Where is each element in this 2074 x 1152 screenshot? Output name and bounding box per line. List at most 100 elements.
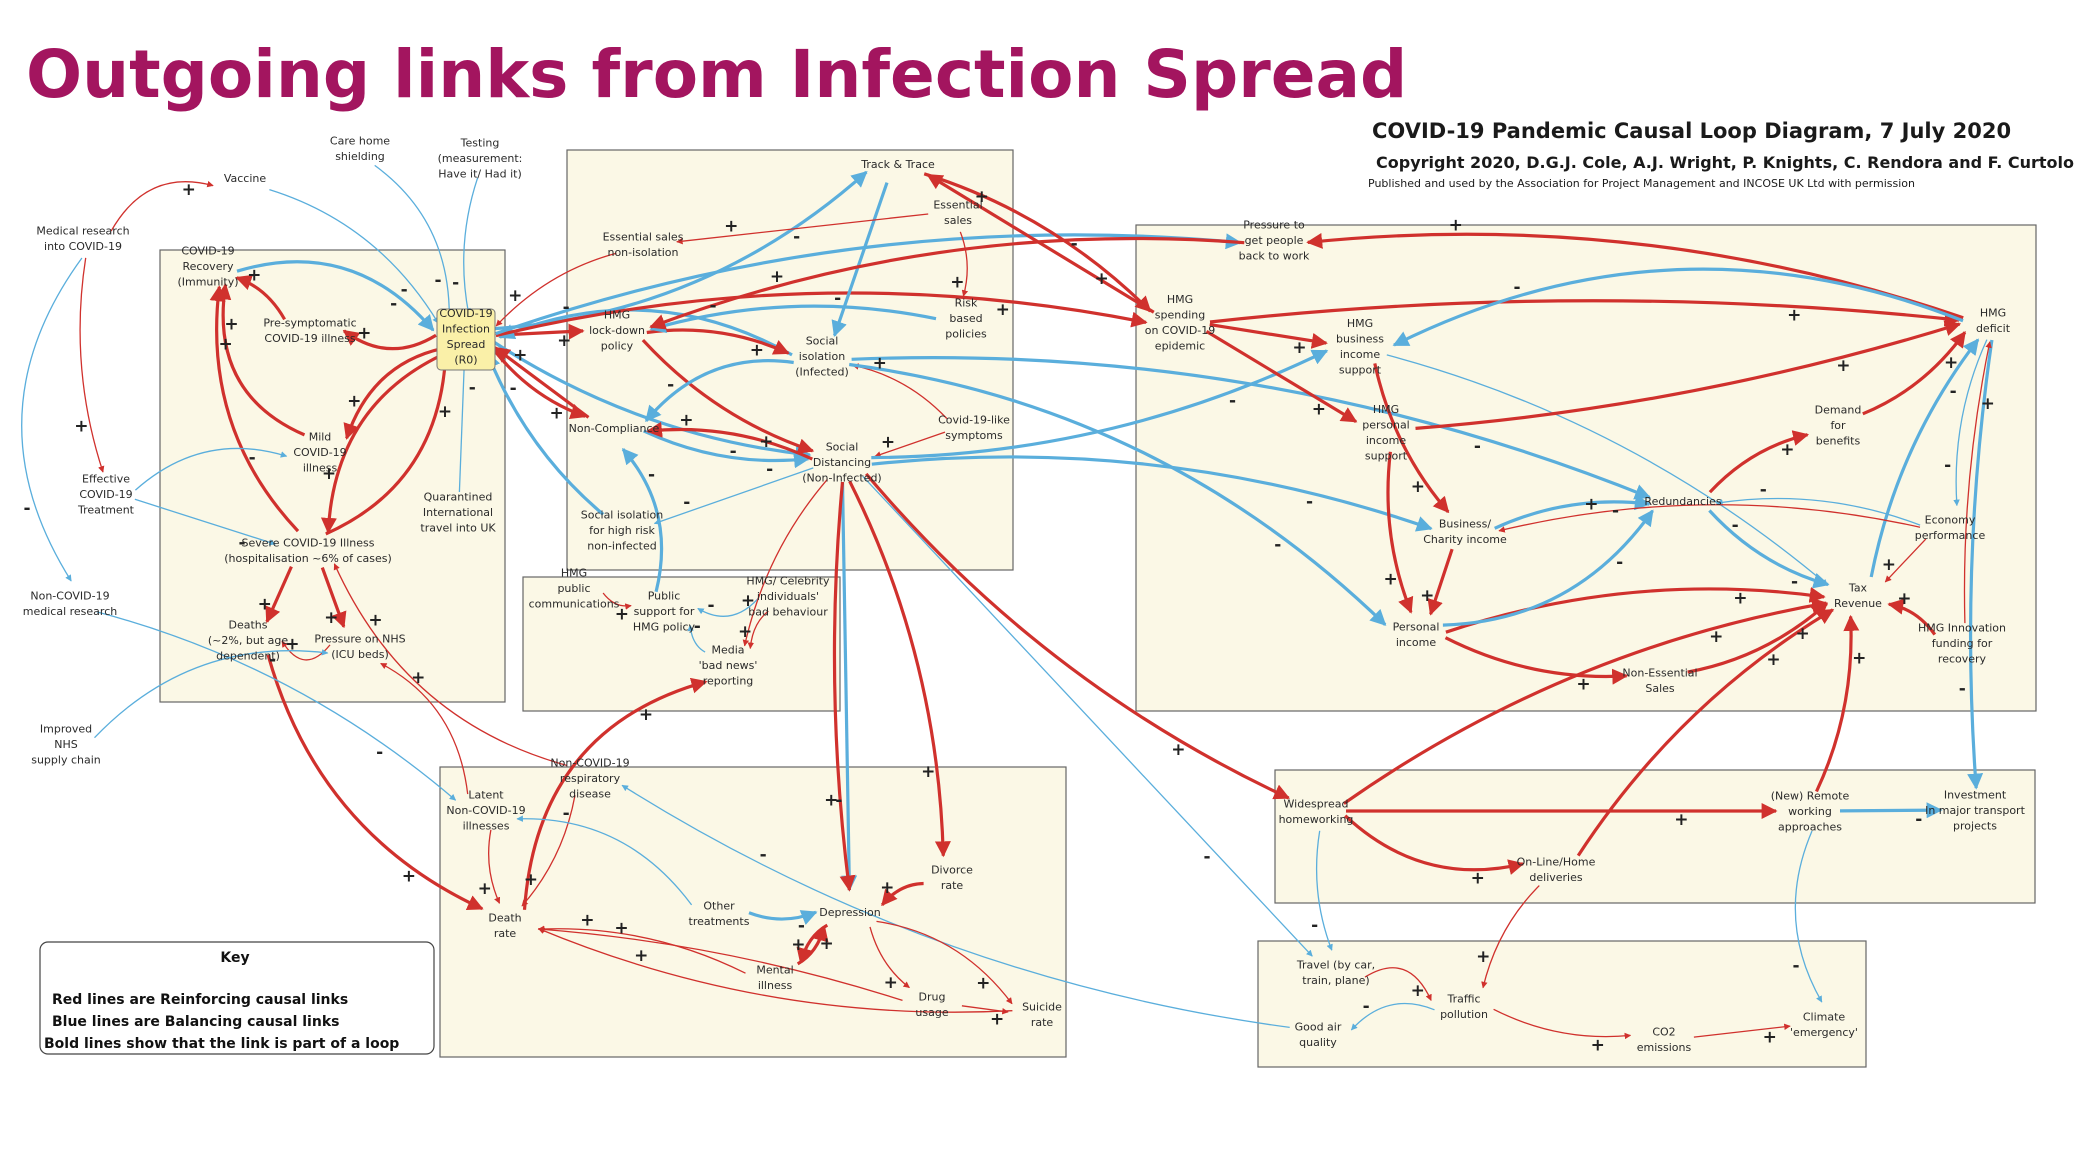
node-label-line: Track & Trace — [860, 158, 935, 171]
node-label-line: Divorce — [931, 863, 973, 876]
link-polarity-sign: + — [1411, 477, 1425, 497]
node-label-line: treatments — [689, 915, 750, 928]
node-label-line: (hospitalisation ~6% of cases) — [224, 552, 392, 565]
node-label-line: Social isolation — [581, 509, 664, 522]
link-polarity-sign: + — [639, 705, 653, 725]
link-polarity-sign: + — [679, 411, 693, 431]
balancing-link — [374, 164, 453, 318]
balancing-link — [1839, 802, 1943, 819]
node-label-line: benefits — [1816, 435, 1861, 448]
reinforcing-link — [1342, 597, 1828, 805]
reinforcing-link — [1209, 299, 1961, 327]
reinforcing-link — [1364, 967, 1432, 1001]
link-polarity-sign: - — [469, 378, 476, 398]
node-label-line: on COVID-19 — [1145, 324, 1216, 337]
link-polarity-sign: + — [634, 946, 648, 966]
node-pressure-nhs: Pressure on NHS(ICU beds) — [314, 632, 405, 661]
balancing-link — [1953, 339, 1988, 507]
link-polarity-sign: - — [376, 743, 383, 763]
balancing-link — [871, 455, 1433, 532]
reinforcing-link — [1481, 885, 1540, 989]
link-polarity-sign: + — [873, 354, 887, 374]
link-polarity-sign: - — [760, 845, 767, 865]
link-polarity-sign: + — [285, 635, 299, 655]
node-label-line: (R0) — [454, 353, 477, 366]
node-label-line: Traffic — [1446, 992, 1480, 1005]
reinforcing-link — [380, 662, 469, 795]
link-polarity-sign: - — [793, 227, 800, 247]
node-label-line: Recovery — [182, 260, 233, 273]
node-label-line: (Immunity) — [177, 276, 238, 289]
node-label-line: Care home — [330, 134, 390, 147]
reinforcing-link — [876, 920, 1013, 1005]
node-label-line: HMG/ Celebrity — [746, 575, 830, 588]
node-label-line: bad behaviour — [748, 606, 828, 619]
node-label-line: train, plane) — [1302, 974, 1369, 987]
link-polarity-sign: - — [1229, 391, 1236, 411]
link-polarity-sign: + — [750, 341, 764, 361]
link-polarity-sign: + — [508, 286, 522, 306]
reinforcing-link — [1693, 1023, 1791, 1038]
node-label-line: homeworking — [1279, 813, 1354, 826]
node-label-line: get people — [1245, 234, 1304, 247]
link-polarity-sign: + — [324, 608, 338, 628]
link-polarity-sign: - — [563, 804, 570, 824]
node-label-line: medical research — [23, 605, 117, 618]
balancing-link — [1315, 830, 1333, 951]
reinforcing-link — [522, 677, 708, 910]
node-label-line: dependent) — [216, 650, 280, 663]
reinforcing-link — [1344, 814, 1525, 875]
node-label-line: Distancing — [813, 456, 871, 469]
reinforcing-link — [676, 213, 929, 245]
reinforcing-link — [1427, 548, 1454, 616]
node-label-line: Revenue — [1834, 597, 1882, 610]
node-media: Media'bad news'reporting — [699, 644, 758, 688]
reinforcing-link — [1493, 1008, 1632, 1040]
link-polarity-sign: + — [1591, 1035, 1605, 1055]
node-label-line: HMG — [1980, 306, 2006, 319]
node-label-line: income — [1396, 636, 1437, 649]
link-polarity-sign: - — [401, 280, 408, 300]
key-frame — [39, 941, 435, 1055]
node-label-line: public — [557, 582, 590, 595]
node-label-line: isolation — [799, 350, 845, 363]
reinforcing-link — [1687, 602, 1828, 674]
link-polarity-sign: + — [1171, 740, 1185, 760]
link-polarity-sign: + — [580, 911, 594, 931]
node-label-line: disease — [569, 788, 611, 801]
node-label-line: back to work — [1239, 250, 1310, 263]
reinforcing-link — [1415, 320, 1962, 430]
balancing-link — [653, 467, 814, 525]
node-label-line: 'emergency' — [1790, 1026, 1858, 1039]
node-label-line: Death — [488, 911, 521, 924]
link-polarity-sign: + — [976, 974, 990, 994]
link-polarity-sign: + — [513, 345, 527, 365]
reinforcing-link — [488, 829, 501, 904]
balancing-link — [1794, 830, 1823, 1003]
link-polarity-sign: - — [434, 271, 441, 291]
node-label-line: Non-COVID-19 — [446, 804, 525, 817]
link-polarity-sign: - — [1203, 847, 1210, 867]
link-polarity-sign: + — [614, 919, 628, 939]
reinforcing-link — [602, 592, 632, 610]
link-polarity-sign: - — [798, 916, 805, 936]
link-polarity-sign: - — [707, 596, 714, 616]
node-label-line: Social — [826, 441, 859, 454]
key-line: Red lines are Reinforcing causal links — [52, 992, 348, 1008]
link-polarity-sign: + — [1584, 494, 1598, 514]
link-polarity-sign: - — [834, 289, 841, 309]
link-polarity-sign: + — [884, 973, 898, 993]
